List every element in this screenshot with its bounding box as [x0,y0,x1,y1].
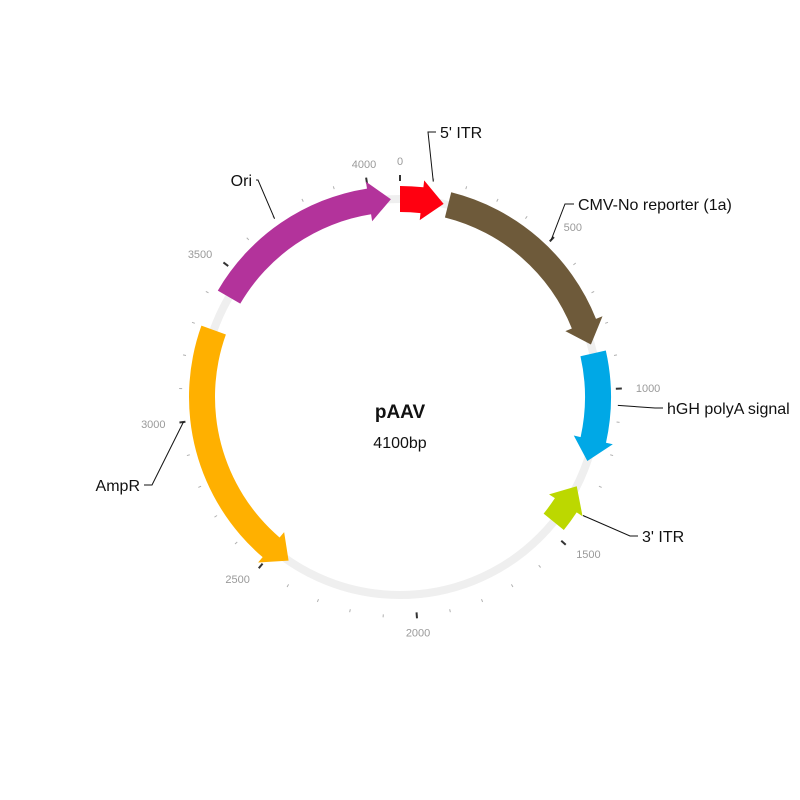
minor-tick [246,237,250,241]
leader-line-ampr [144,421,184,486]
minor-tick [573,262,577,266]
minor-tick [465,186,468,190]
minor-tick [496,198,499,202]
feature-label-cmv[interactable]: CMV-No reporter (1a) [578,197,732,214]
minor-tick [591,290,595,294]
feature-label-itr5[interactable]: 5' ITR [440,125,482,142]
minor-tick [191,321,195,324]
leader-line-cmv [550,203,574,241]
tick-label: 0 [397,156,403,168]
minor-tick [234,541,238,545]
minor-tick [538,564,541,568]
feature-arrow-itr3[interactable] [543,486,583,530]
feature-label-ampr[interactable]: AmpR [96,478,140,495]
tick-label: 3000 [141,419,165,431]
tick-label: 2000 [406,627,430,639]
tick-label: 4000 [352,159,376,171]
leader-line-itr3 [582,515,638,537]
leader-line-hgh [617,404,663,409]
minor-tick [598,485,602,488]
minor-tick [349,609,351,613]
feature-arrow-hgh[interactable] [573,350,613,462]
minor-tick [605,321,609,324]
minor-tick [301,198,304,202]
minor-tick [198,485,202,488]
feature-arrow-cmv[interactable] [444,192,603,345]
minor-tick [481,599,484,603]
major-tick [560,539,567,546]
plasmid-name: pAAV [375,402,426,423]
plasmid-size: 4100bp [373,435,426,452]
major-tick [179,420,186,424]
leader-line-itr5 [427,131,436,182]
tick-labels: 0 500 1000 1500 2000 2500 3000 3500 4000 [141,156,660,639]
minor-tick [510,584,514,588]
minor-tick [613,354,618,356]
minor-tick [286,584,290,588]
feature-labels: 5' ITR CMV-No reporter (1a) hGH polyA sign… [96,125,790,546]
minor-tick [205,290,209,294]
tick-label: 1000 [636,383,660,395]
feature-label-itr3[interactable]: 3' ITR [642,529,684,546]
feature-arrows [189,180,613,563]
major-tick [257,563,264,569]
tick-label: 3500 [188,249,212,261]
minor-tick [610,454,614,457]
feature-arrow-ori[interactable] [217,181,391,304]
minor-tick [182,354,187,356]
leader-line-ori [256,179,276,219]
tick-label: 2500 [225,574,249,586]
major-tick [222,261,229,267]
minor-tick [316,599,319,603]
feature-arrow-ampr[interactable] [189,325,289,563]
minor-tick [449,609,451,613]
tick-label: 1500 [576,549,600,561]
feature-label-ori[interactable]: Ori [231,173,252,190]
tick-label: 500 [564,222,582,234]
minor-tick [214,515,218,518]
minor-tick [332,186,335,190]
label-leaders [144,131,663,537]
feature-label-hgh[interactable]: hGH polyA signal [667,401,790,418]
feature-arrow-itr5[interactable] [400,180,444,221]
minor-tick [186,454,190,457]
minor-tick [525,215,528,219]
tick-marks [179,175,622,619]
